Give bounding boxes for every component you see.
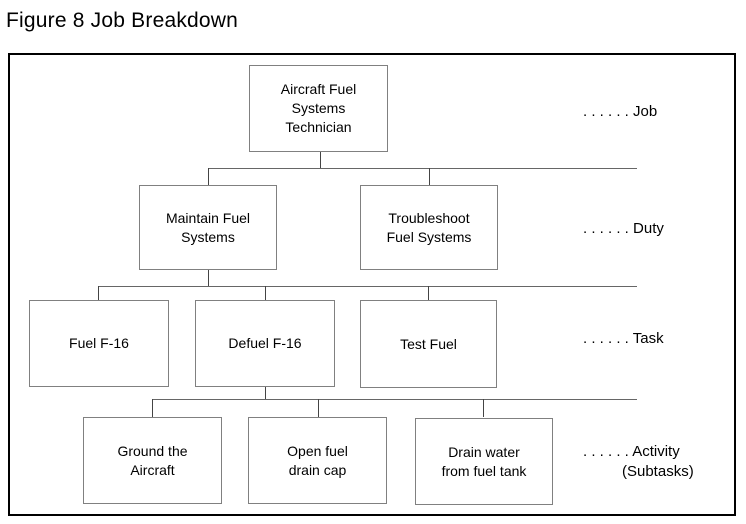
level-label-task: . . . . . . Task: [583, 329, 664, 349]
connector-defuel-riser: [265, 387, 266, 399]
node-ground-label: Ground the Aircraft: [117, 442, 188, 478]
node-activity-open-box: Open fuel drain cap: [248, 417, 387, 504]
level-label-activity: . . . . . . Activity (Subtasks): [583, 442, 694, 482]
connector-duty-drop-maintain: [208, 168, 209, 185]
connector-task-drop-fuel: [98, 286, 99, 300]
node-task-test-box: Test Fuel: [360, 300, 497, 388]
node-activity-drain-box: Drain water from fuel tank: [415, 418, 553, 505]
node-task-defuel-box: Defuel F-16: [195, 300, 335, 387]
connector-task-drop-test: [428, 286, 429, 300]
node-drain-label: Drain water from fuel tank: [441, 443, 527, 479]
node-job-label: Aircraft Fuel Systems Technician: [280, 81, 357, 135]
connector-activity-drop-open: [318, 399, 319, 417]
node-job-box: Aircraft Fuel Systems Technician: [249, 65, 388, 152]
node-test-label: Test Fuel: [400, 335, 457, 352]
level-label-activity-word: Activity: [632, 443, 680, 460]
connector-task-horizontal: [98, 286, 637, 287]
level-label-duty-word: Duty: [633, 220, 664, 237]
node-duty-troubleshoot-box: Troubleshoot Fuel Systems: [360, 185, 498, 270]
level-label-activity-dots: . . . . . .: [583, 443, 633, 460]
connector-task-drop-defuel: [265, 286, 266, 300]
node-fuel-label: Fuel F-16: [69, 335, 129, 351]
figure-title: Figure 8 Job Breakdown: [6, 9, 239, 32]
node-duty-maintain-box: Maintain Fuel Systems: [139, 185, 277, 270]
connector-activity-horizontal: [152, 399, 637, 400]
connector-job-riser: [320, 152, 321, 168]
connector-duty-horizontal: [208, 168, 637, 169]
level-label-duty: . . . . . . Duty: [583, 219, 664, 239]
node-troubleshoot-label: Troubleshoot Fuel Systems: [386, 209, 472, 245]
node-defuel-label: Defuel F-16: [228, 335, 302, 351]
node-task-fuel-box: Fuel F-16: [29, 300, 169, 387]
connector-duty-drop-troubleshoot: [429, 168, 430, 185]
connector-activity-drop-ground: [152, 399, 153, 417]
level-label-job-dots: . . . . . .: [583, 103, 634, 120]
level-label-job-word: Job: [633, 103, 658, 120]
level-label-task-word: Task: [632, 330, 664, 347]
node-activity-ground-box: Ground the Aircraft: [83, 417, 222, 504]
level-label-job: . . . . . . Job: [583, 102, 657, 122]
level-label-task-dots: . . . . . .: [583, 330, 633, 347]
connector-maintain-riser: [208, 270, 209, 286]
level-label-duty-dots: . . . . . .: [583, 220, 634, 237]
level-label-activity-sublabel: (Subtasks): [622, 463, 694, 480]
connector-activity-drop-drain: [483, 399, 484, 417]
node-maintain-label: Maintain Fuel Systems: [165, 209, 251, 245]
node-open-label: Open fuel drain cap: [287, 442, 348, 478]
